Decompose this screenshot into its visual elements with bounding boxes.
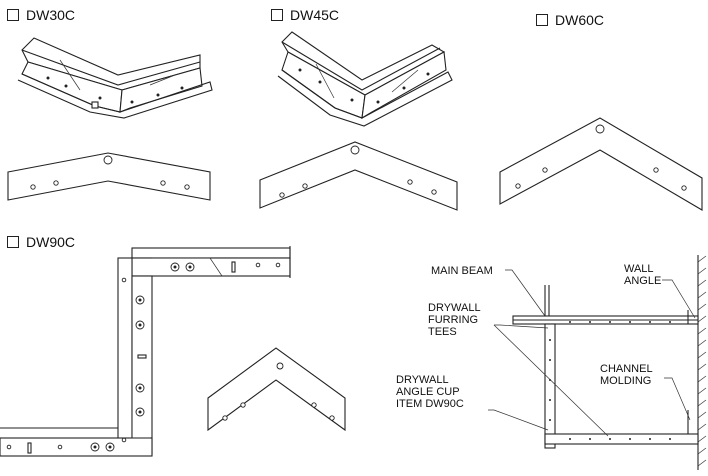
- checkbox-dw60c[interactable]: [536, 14, 548, 26]
- checkbox-dw90c[interactable]: [7, 236, 19, 248]
- callout-channel-molding: CHANNEL MOLDING: [600, 363, 655, 387]
- callout-angle-cup-line-1: DRYWALL: [396, 374, 448, 386]
- option-label-dw90c: DW90C: [26, 234, 76, 250]
- option-label-dw60c: DW60C: [555, 12, 605, 28]
- callout-furring-line-2: FURRING: [428, 314, 478, 326]
- callout-drywall-furring-tees: DRYWALL FURRING TEES: [428, 302, 483, 338]
- option-label-dw45c: DW45C: [290, 7, 340, 23]
- callout-angle-cup-line-2: ANGLE CUP: [396, 386, 459, 398]
- dw90c-installed-view: [0, 246, 291, 457]
- dw90c-flat-plate: [207, 347, 346, 432]
- section-detail: MAIN BEAM WALL ANGLE DRYWALL FURRING TEE…: [396, 255, 707, 470]
- callout-furring-line-3: TEES: [428, 326, 457, 338]
- dw30c-flat-plate: [7, 152, 211, 201]
- option-dw60c[interactable]: DW60C: [536, 12, 604, 28]
- callout-angle-cup: DRYWALL ANGLE CUP ITEM DW90C: [396, 374, 464, 410]
- dw45c-3d-view: [277, 31, 453, 127]
- option-dw90c[interactable]: DW90C: [7, 234, 75, 250]
- option-dw30c[interactable]: DW30C: [7, 7, 75, 23]
- callout-channel-line-2: MOLDING: [600, 375, 651, 387]
- callout-wall-angle: WALL ANGLE: [624, 263, 661, 287]
- callout-main-beam: MAIN BEAM: [431, 265, 493, 277]
- option-label-dw30c: DW30C: [26, 7, 76, 23]
- callout-wall-angle-line-2: ANGLE: [624, 275, 661, 287]
- checkbox-dw30c[interactable]: [7, 9, 19, 21]
- option-dw45c[interactable]: DW45C: [271, 7, 339, 23]
- checkbox-dw45c[interactable]: [271, 9, 283, 21]
- callout-angle-cup-line-3: ITEM DW90C: [396, 398, 464, 410]
- dw45c-flat-plate: [259, 141, 458, 211]
- callout-wall-angle-line-1: WALL: [624, 263, 653, 275]
- dw60c-flat-plate: [499, 117, 703, 211]
- dw30c-3d-view: [17, 37, 213, 119]
- callout-furring-line-1: DRYWALL: [428, 302, 480, 314]
- callout-channel-line-1: CHANNEL: [600, 363, 652, 375]
